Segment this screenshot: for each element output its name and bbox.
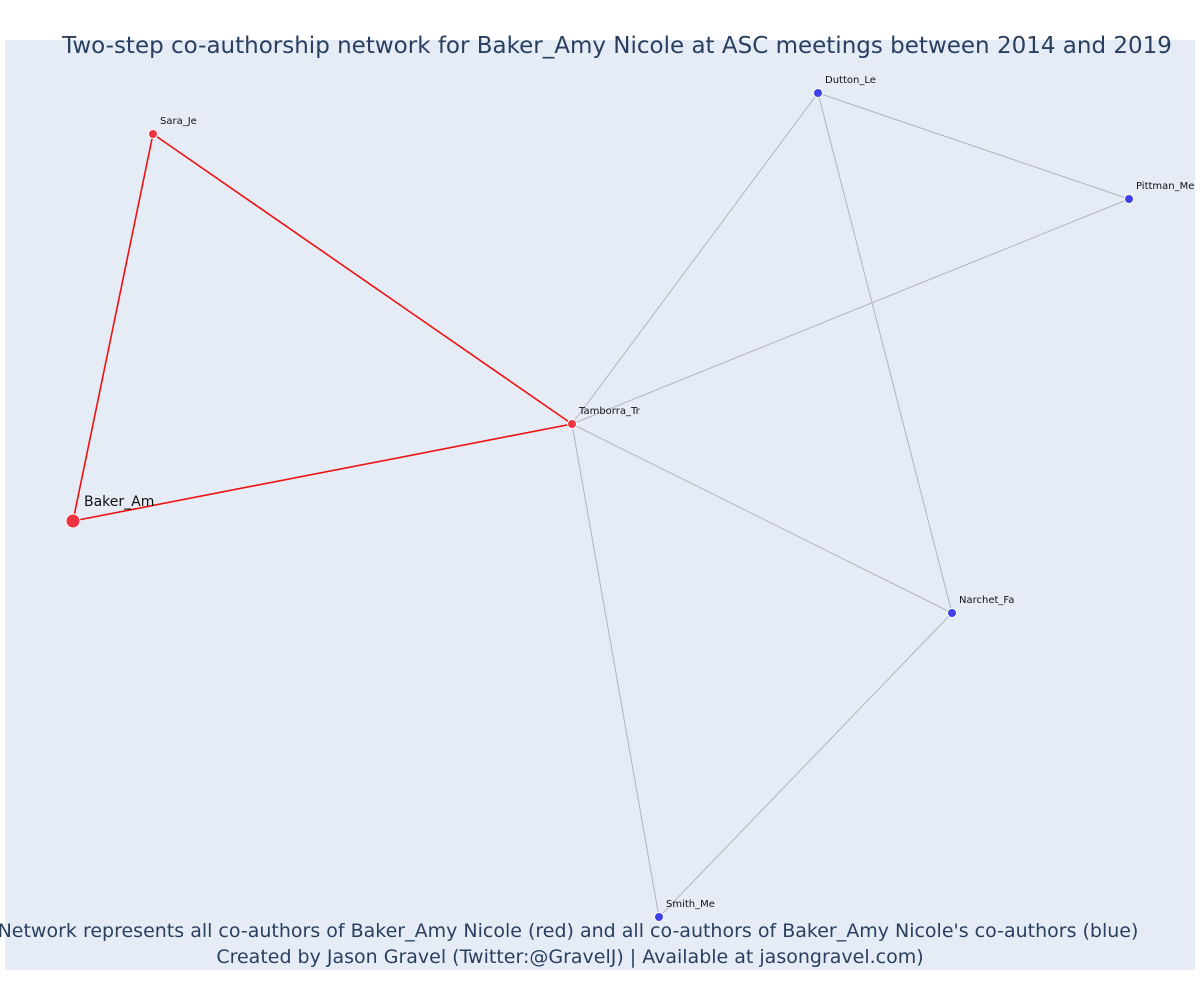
edge-Tamborra_Tr-Pittman_Me xyxy=(571,198,1130,425)
node-label-Pittman_Me: Pittman_Me xyxy=(1136,181,1194,192)
node-label-Narchet_Fa: Narchet_Fa xyxy=(959,595,1014,606)
edge-Dutton_Le-Pittman_Me xyxy=(817,92,1130,200)
edge-Baker_Am-Sara_Je xyxy=(72,133,154,522)
node-label-Tamborra_Tr: Tamborra_Tr xyxy=(578,406,641,417)
node-Sara_Je[interactable] xyxy=(148,129,158,139)
chart-title: Two-step co-authorship network for Baker… xyxy=(61,33,1172,59)
node-Baker_Am[interactable] xyxy=(65,513,81,529)
footer-line-2: Created by Jason Gravel (Twitter:@Gravel… xyxy=(216,946,923,968)
footer-line-1: Network represents all co-authors of Bak… xyxy=(0,920,1138,942)
edge-Dutton_Le-Narchet_Fa xyxy=(817,92,953,614)
edge-Tamborra_Tr-Smith_Me xyxy=(571,423,660,918)
edge-Sara_Je-Tamborra_Tr xyxy=(152,133,573,425)
edge-Baker_Am-Tamborra_Tr xyxy=(72,423,573,522)
edge-Tamborra_Tr-Narchet_Fa xyxy=(571,423,953,614)
node-Dutton_Le[interactable] xyxy=(813,88,823,98)
node-Smith_Me[interactable] xyxy=(654,912,664,922)
node-label-Smith_Me: Smith_Me xyxy=(666,899,715,910)
node-label-Sara_Je: Sara_Je xyxy=(160,116,197,127)
nodes-layer xyxy=(65,88,1134,922)
node-Tamborra_Tr[interactable] xyxy=(567,419,577,429)
node-label-Baker_Am: Baker_Am xyxy=(84,494,154,510)
edge-Narchet_Fa-Smith_Me xyxy=(658,612,953,918)
edges-layer xyxy=(72,92,1130,918)
plot-background xyxy=(5,40,1195,970)
node-Pittman_Me[interactable] xyxy=(1124,194,1134,204)
node-Narchet_Fa[interactable] xyxy=(947,608,957,618)
edge-Tamborra_Tr-Dutton_Le xyxy=(571,92,819,425)
node-label-Dutton_Le: Dutton_Le xyxy=(825,75,876,86)
